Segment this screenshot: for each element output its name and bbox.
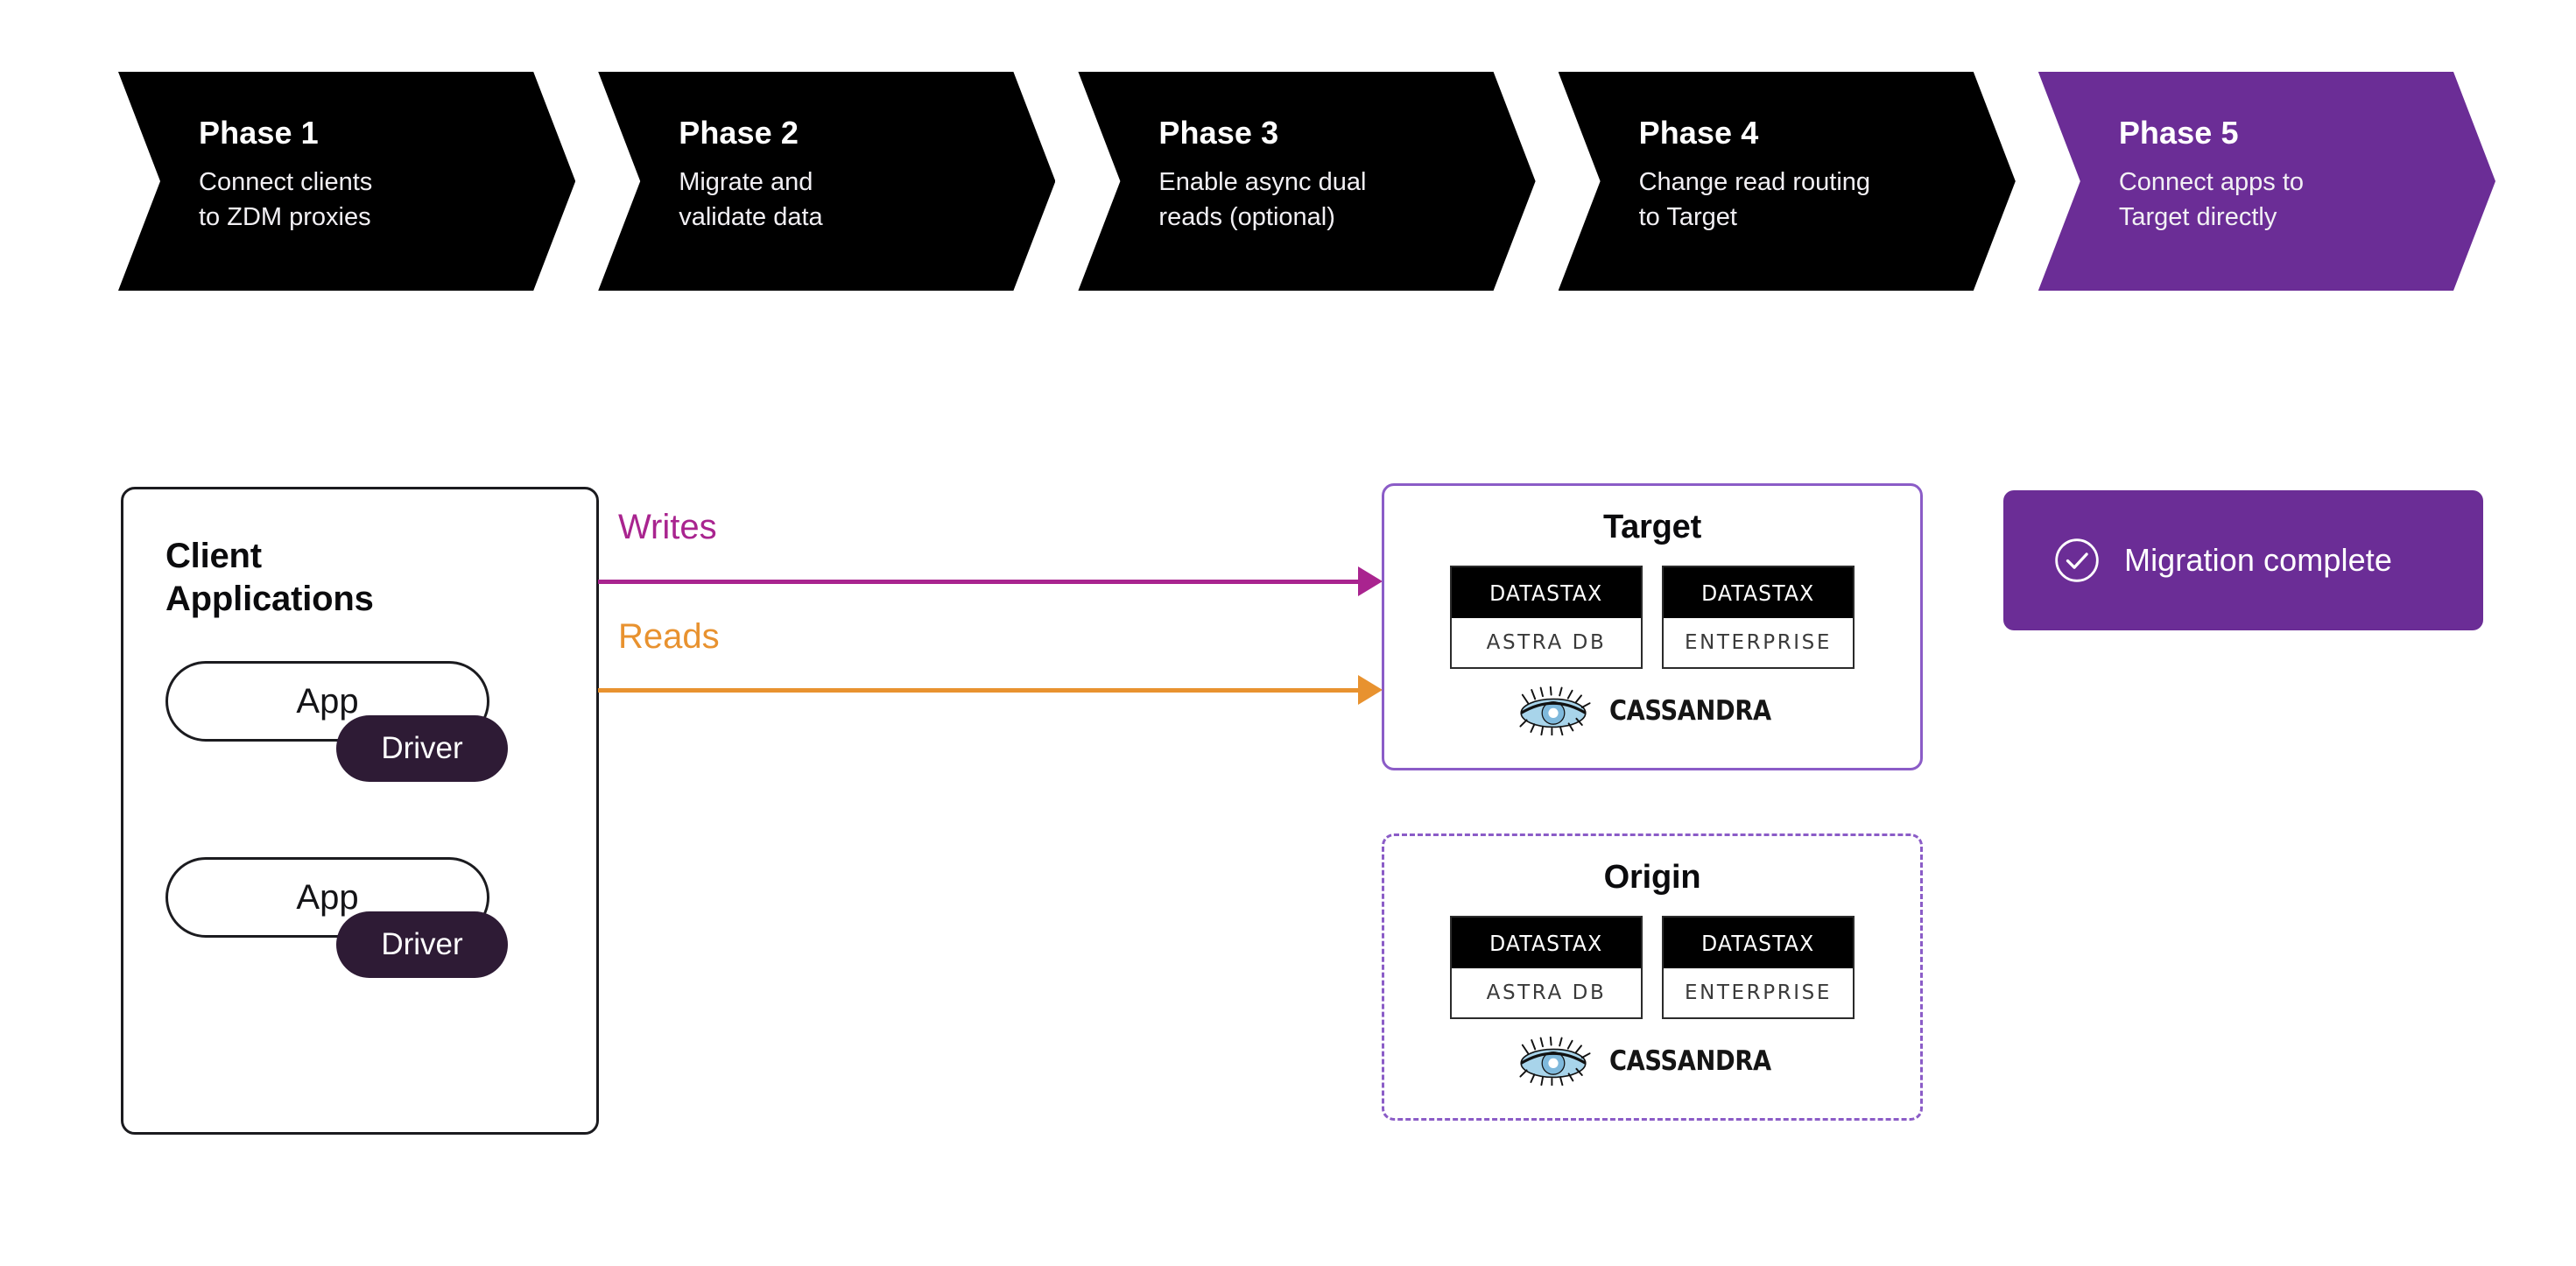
reads-label: Reads bbox=[618, 617, 720, 656]
datastax-edition-bar: ENTERPRISE bbox=[1664, 618, 1853, 667]
origin-database-box: Origin DATASTAX ASTRA DB DATASTAX ENTERP… bbox=[1382, 833, 1923, 1121]
datastax-brand-bar: DATASTAX bbox=[1664, 567, 1853, 618]
datastax-edition-bar: ENTERPRISE bbox=[1664, 968, 1853, 1017]
datastax-wordmark: DATASTAX bbox=[1489, 930, 1603, 956]
app-label: App bbox=[296, 877, 359, 917]
datastax-enterprise-logo: DATASTAX ENTERPRISE bbox=[1662, 566, 1855, 669]
phase-title: Phase 4 bbox=[1638, 115, 1759, 151]
datastax-edition-label: ASTRA DB bbox=[1486, 981, 1607, 1004]
datastax-enterprise-logo: DATASTAX ENTERPRISE bbox=[1662, 916, 1855, 1019]
driver-pill: Driver bbox=[336, 911, 508, 978]
app-pill: App bbox=[165, 661, 489, 742]
origin-title: Origin bbox=[1603, 859, 1701, 896]
driver-label: Driver bbox=[381, 731, 463, 765]
app-label: App bbox=[296, 681, 359, 721]
datastax-edition-bar: ASTRA DB bbox=[1452, 618, 1641, 667]
app-driver-group: App Driver bbox=[165, 857, 508, 978]
datastax-edition-label: ASTRA DB bbox=[1486, 631, 1607, 654]
phase-title: Phase 5 bbox=[2118, 115, 2239, 151]
datastax-wordmark: DATASTAX bbox=[1701, 580, 1815, 606]
datastax-edition-label: ENTERPRISE bbox=[1684, 981, 1833, 1004]
cassandra-wordmark: CASSANDRA bbox=[1609, 1045, 1771, 1077]
datastax-edition-bar: ASTRA DB bbox=[1452, 968, 1641, 1017]
reads-arrowhead-icon bbox=[1358, 675, 1383, 705]
writes-label: Writes bbox=[618, 508, 717, 546]
cassandra-logo: CASSANDRA bbox=[1384, 1037, 1920, 1086]
migration-status-badge: Migration complete bbox=[2003, 490, 2483, 630]
datastax-astra-db-logo: DATASTAX ASTRA DB bbox=[1450, 916, 1643, 1019]
origin-product-logos: DATASTAX ASTRA DB DATASTAX ENTERPRISE bbox=[1384, 916, 1920, 1019]
cassandra-wordmark: CASSANDRA bbox=[1609, 695, 1771, 727]
reads-arrow-line bbox=[598, 688, 1374, 693]
writes-arrowhead-icon bbox=[1358, 566, 1383, 596]
driver-label: Driver bbox=[381, 927, 463, 961]
datastax-brand-bar: DATASTAX bbox=[1664, 918, 1853, 968]
target-product-logos: DATASTAX ASTRA DB DATASTAX ENTERPRISE bbox=[1384, 566, 1920, 669]
datastax-wordmark: DATASTAX bbox=[1701, 930, 1815, 956]
datastax-edition-label: ENTERPRISE bbox=[1684, 631, 1833, 654]
driver-pill: Driver bbox=[336, 715, 508, 782]
datastax-brand-bar: DATASTAX bbox=[1452, 567, 1641, 618]
check-circle-icon bbox=[2055, 538, 2099, 582]
phase-title: Phase 3 bbox=[1158, 115, 1279, 151]
cassandra-eye-icon bbox=[1519, 1037, 1591, 1086]
cassandra-eye-icon bbox=[1519, 686, 1591, 735]
datastax-brand-bar: DATASTAX bbox=[1452, 918, 1641, 968]
writes-arrow-line bbox=[598, 580, 1374, 584]
target-database-box: Target DATASTAX ASTRA DB DATASTAX ENTERP… bbox=[1382, 483, 1923, 770]
cassandra-logo: CASSANDRA bbox=[1384, 686, 1920, 735]
phase-title: Phase 1 bbox=[199, 115, 319, 151]
phase-title: Phase 2 bbox=[679, 115, 799, 151]
datastax-astra-db-logo: DATASTAX ASTRA DB bbox=[1450, 566, 1643, 669]
app-driver-group: App Driver bbox=[165, 661, 508, 782]
target-title: Target bbox=[1602, 509, 1702, 545]
datastax-wordmark: DATASTAX bbox=[1489, 580, 1603, 606]
migration-status-label: Migration complete bbox=[2124, 542, 2392, 578]
